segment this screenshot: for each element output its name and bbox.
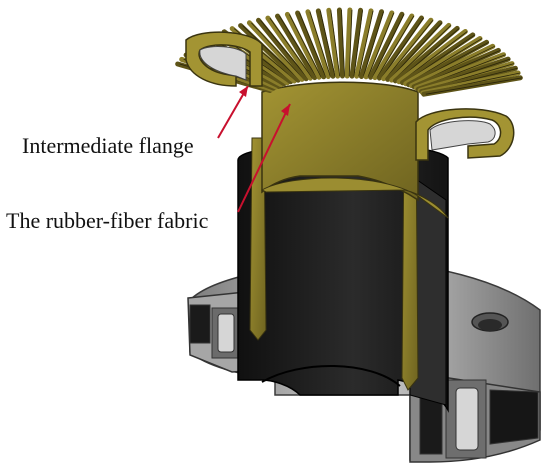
bellows-rib [336,7,345,79]
label-rubber-fiber-fabric: The rubber-fiber fabric [6,208,209,233]
bellows-rib [344,7,353,79]
bellows-rib [349,7,363,79]
bellows-ring [175,7,523,97]
bellows-rib-edge [299,12,327,77]
bellows-rib-edge [269,17,313,79]
bellows-rib-edge [363,11,384,77]
bellows-rib-edge [309,11,331,77]
bellows-rib [358,9,384,79]
bellows-rib [354,8,374,79]
arrow-rubber-fiber-fabric [237,103,291,213]
rubber-cylinder [237,143,449,413]
bellows-rib [396,29,468,85]
bellows-rib [381,17,434,82]
bellows-rib-edge [330,10,341,77]
bellows-rib [368,11,405,80]
bellows-rib-edge [353,10,363,77]
bellows-rib-edge [425,77,523,95]
bellows-rib [376,15,424,81]
bellows-rib-edge [289,14,322,78]
bellows-rib [275,13,318,81]
bellows-rib-edge [381,17,424,79]
bellows-rib-edge [251,22,305,80]
bellows-rib [238,23,301,83]
bellows-rib [295,10,327,80]
bellows-rib [256,17,309,82]
bellows-rib [315,8,336,79]
bellows-rib-edge [367,12,395,77]
bellows-rib-edge [341,9,345,77]
bellows-rib [385,20,443,82]
bellows-rib-edge [242,25,301,81]
bellows-rib [392,25,460,84]
bellows-rib [265,15,313,81]
bellows-rib-edge [319,10,336,77]
bellows-rib-edge [385,19,434,79]
bellows-rib [284,11,322,80]
bellows-rib [389,22,452,83]
bellows-rib-edge [348,9,353,77]
bellows-rib [326,7,341,79]
bellows-rib [246,20,305,82]
bellows-rib [372,13,415,81]
bellows-rib-edge [376,15,415,78]
bellows-rib-edge [358,10,374,77]
bellows-section-right [415,108,515,161]
bellows-rib [408,43,496,89]
bellows-rib [403,36,483,87]
bellows-rib [406,39,490,88]
bellows-rib [411,47,501,90]
bellows-rib [363,10,395,80]
fabric-inner-surface [261,81,419,202]
callout-arrows [217,85,291,213]
label-intermediate-flange: Intermediate flange [22,133,194,158]
bellows-rib-edge [389,22,443,80]
bellows-rib [400,32,476,86]
bellows-rib-edge [372,14,405,78]
bellows-rib [305,9,331,79]
bellows-rib-edge [260,20,309,80]
bellows-rib-edge [279,15,318,78]
